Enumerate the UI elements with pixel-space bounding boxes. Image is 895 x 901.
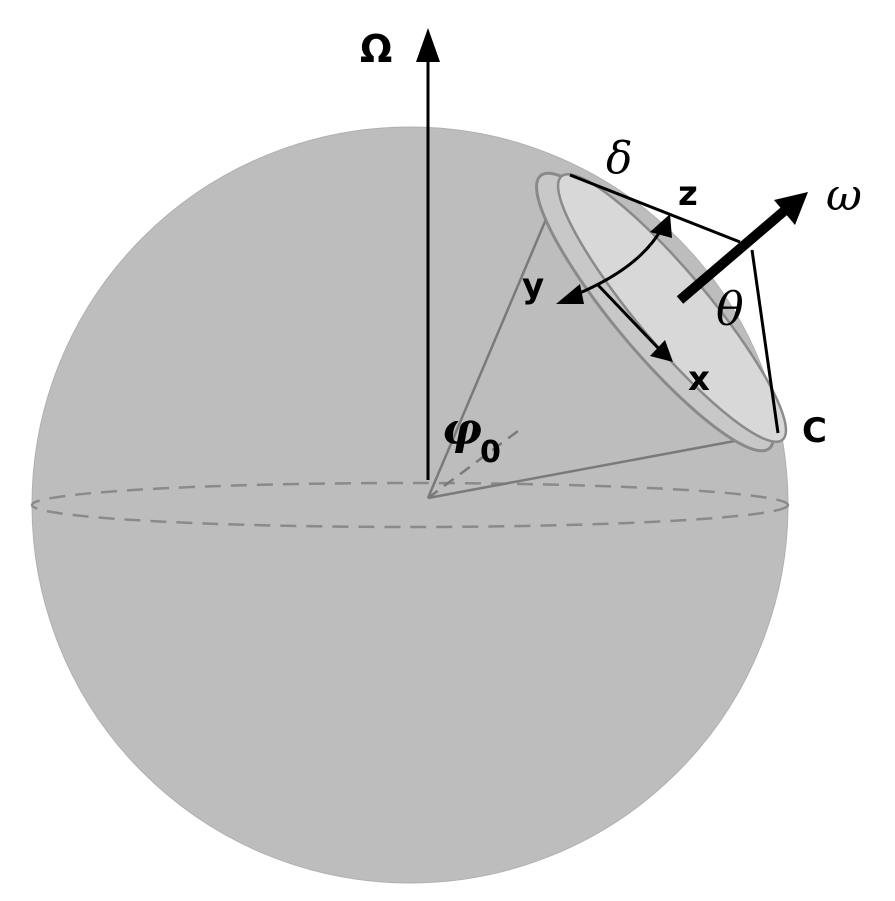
phi-subscript-label: 0 [480, 435, 501, 470]
spin-arrow [676, 202, 794, 304]
cone-edge-upper [426, 197, 557, 499]
omega-arrowhead [416, 28, 440, 62]
theta-edge [750, 249, 780, 434]
phi-label: φ [442, 404, 482, 455]
delta-label: δ [606, 133, 633, 184]
y-label: y [522, 266, 544, 306]
delta-edge [569, 173, 741, 244]
x-label: x [688, 359, 710, 399]
omega-small-label: ω [826, 170, 862, 221]
theta-label: θ [716, 282, 744, 336]
cone-edge-lower [427, 431, 779, 500]
x-axis-arrow [596, 283, 662, 352]
z-label: z [678, 174, 698, 214]
y-arrowhead [556, 284, 584, 304]
omega-big-label: Ω [360, 27, 392, 71]
c-label: C [802, 411, 827, 451]
z-arrowhead [650, 214, 672, 238]
x-arrowhead [650, 340, 673, 362]
yz-curved-arrow [574, 227, 664, 297]
spin-arrowhead [774, 192, 808, 225]
sphere [31, 126, 789, 884]
equator-dashed [30, 481, 790, 529]
